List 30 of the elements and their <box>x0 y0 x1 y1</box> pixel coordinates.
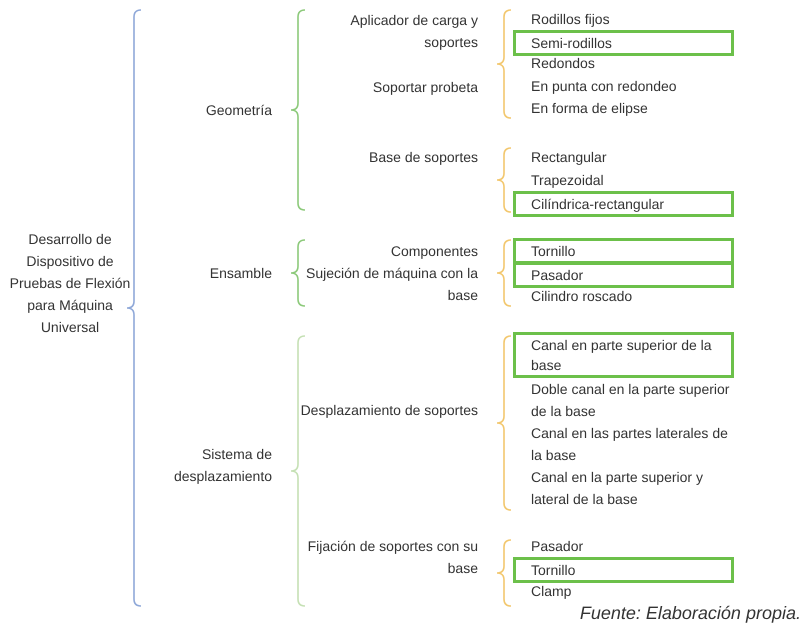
caption: Fuente: Elaboración propia. <box>580 602 801 624</box>
criterion-label: Componentes <box>390 242 478 261</box>
option-label: Cilindro roscado <box>531 287 634 306</box>
option-label: En punta con redondeo <box>531 77 678 96</box>
option-label: Trapezoidal <box>531 171 605 190</box>
root-label: Desarrollo de Dispositivo de Pruebas de Flexión para Máquina Universal <box>8 230 132 337</box>
criterion-label: Fijación de soportes con su base <box>306 537 478 578</box>
option-label: Doble canal en la parte superior de la base <box>531 380 730 421</box>
option-label: En forma de elipse <box>531 99 649 118</box>
criterion-label: Sujeción de máquina con la base <box>304 264 478 305</box>
highlighted-option: Semi-rodillos <box>513 30 734 56</box>
highlighted-option: Canal en parte superior de la base <box>513 332 734 378</box>
criterion-label: Desplazamiento de soportes <box>300 401 478 420</box>
category-label: Geometría <box>204 101 272 120</box>
option-label: Pasador <box>531 537 584 556</box>
criterion-label: Aplicador de carga y soportes <box>349 11 478 52</box>
option-label: Rectangular <box>531 148 608 167</box>
highlighted-option: Pasador <box>513 262 734 288</box>
option-label: Clamp <box>531 582 572 601</box>
option-label: Rodillos fijos <box>531 10 611 29</box>
highlighted-option: Tornillo <box>513 238 734 264</box>
criterion-label: Soportar probeta <box>372 78 478 97</box>
highlighted-option: Tornillo <box>513 557 734 583</box>
highlighted-option: Cilíndrica-rectangular <box>513 191 734 217</box>
option-label: Redondos <box>531 54 596 73</box>
criterion-label: Base de soportes <box>368 148 478 167</box>
category-label: Ensamble <box>208 264 272 283</box>
option-label: Canal en las partes laterales de la base <box>531 424 729 465</box>
option-label: Canal en la parte superior y lateral de la base <box>531 468 704 509</box>
category-label: Sistema de desplazamiento <box>172 445 272 486</box>
